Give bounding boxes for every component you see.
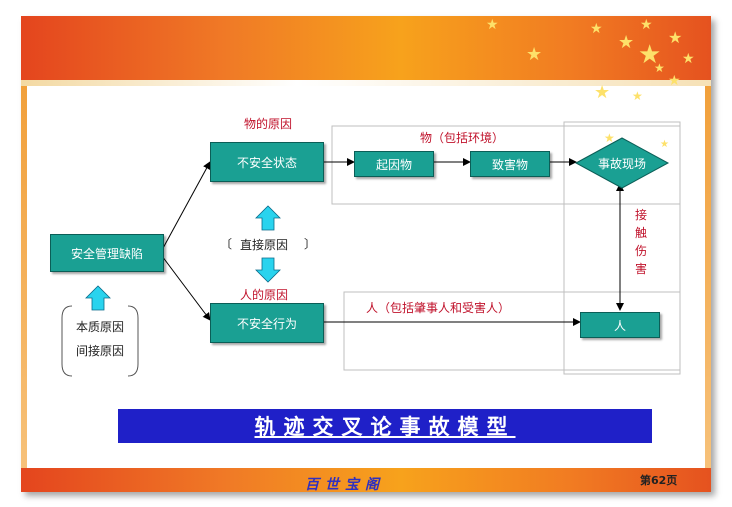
indirect-cause-label: 间接原因 [76, 344, 125, 358]
star-icon: ★ [660, 139, 669, 150]
down-arrow-icon [255, 257, 281, 283]
object-cause-label: 物的原因 [244, 117, 293, 131]
accident-column-outline [563, 121, 681, 375]
page-number: 第62页 [640, 474, 678, 487]
harmful-object-box: 致害物 [470, 151, 550, 177]
star-icon: ★ [682, 51, 695, 67]
object-env-label: 物（包括环境） [420, 131, 505, 145]
right-bracket: 〕 [304, 237, 317, 251]
contact-injury-char: 触 [635, 226, 648, 240]
initiating-object-box: 起因物 [354, 151, 434, 177]
star-icon: ★ [668, 28, 683, 47]
unsafe-state-box: 不安全状态 [210, 142, 324, 182]
footer-logo: 百世宝阁 [305, 477, 385, 493]
star-icon: ★ [640, 17, 653, 33]
model-title: 轨迹交叉论事故模型 [118, 409, 652, 443]
essential-cause-label: 本质原因 [76, 320, 125, 334]
star-icon: ★ [594, 82, 611, 103]
left-border-strip [21, 86, 27, 476]
contact-injury-char: 伤 [635, 244, 648, 258]
person-detail-label: 人（包括肇事人和受害人） [366, 301, 511, 315]
contact-injury-char: 害 [635, 262, 648, 276]
top-banner-strip [21, 80, 711, 86]
star-icon: ★ [526, 44, 543, 65]
up-arrow-icon [85, 285, 111, 311]
mgmt-defect-box: 安全管理缺陷 [50, 234, 164, 272]
contact-injury-char: 接 [635, 208, 648, 222]
right-border-strip [705, 86, 711, 476]
unsafe-act-box: 不安全行为 [210, 303, 324, 343]
bottom-banner [21, 468, 711, 492]
star-icon: ★ [486, 17, 499, 33]
star-icon: ★ [654, 61, 665, 75]
person-box: 人 [580, 312, 660, 338]
star-icon: ★ [590, 21, 603, 37]
direct-cause-label: 直接原因 [240, 238, 289, 252]
up-arrow-icon [255, 205, 281, 231]
star-icon: ★ [618, 32, 635, 53]
top-banner [21, 16, 711, 80]
star-icon: ★ [632, 89, 643, 103]
left-paren-shape [61, 305, 73, 377]
accident-scene-diamond [574, 137, 670, 189]
left-bracket: 〔 [220, 237, 233, 251]
accident-scene-label: 事故现场 [597, 157, 646, 171]
right-paren-shape [127, 305, 139, 377]
star-icon: ★ [668, 73, 681, 89]
star-icon: ★ [638, 40, 662, 70]
person-cause-label: 人的原因 [240, 288, 289, 302]
star-icon: ★ [604, 131, 615, 145]
